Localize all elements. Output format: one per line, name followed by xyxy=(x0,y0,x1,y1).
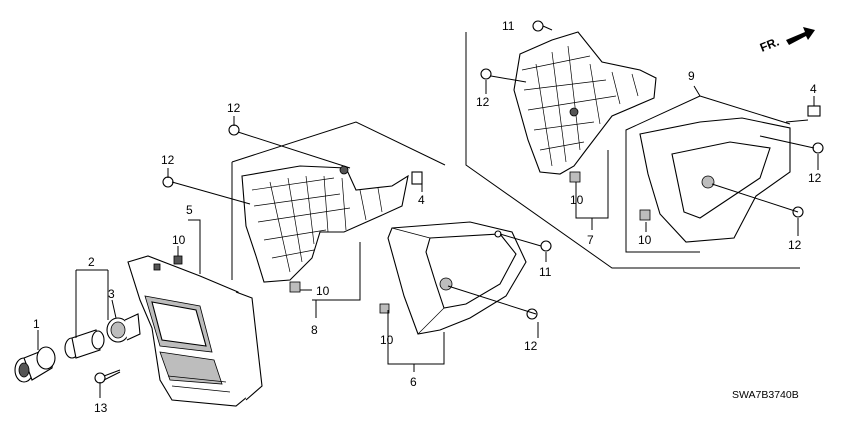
callout-12-e: 12 xyxy=(808,171,822,185)
callout-12-c: 12 xyxy=(524,339,538,353)
part-13-screw xyxy=(94,369,121,384)
front-direction-label: FR. xyxy=(758,35,781,55)
callout-12-f: 12 xyxy=(788,238,802,252)
callout-10-c: 10 xyxy=(380,333,394,347)
callout-labels: 1 2 3 5 10 13 12 12 4 10 8 10 6 12 11 11… xyxy=(33,19,822,415)
diagram-code: SWA7B3740B xyxy=(732,389,799,401)
part-2-socket-ring xyxy=(64,329,105,359)
callout-12-b: 12 xyxy=(161,153,175,167)
part-5-center-panel xyxy=(127,255,263,407)
callout-4-right: 4 xyxy=(810,82,817,96)
callout-7: 7 xyxy=(587,233,594,247)
front-direction-indicator: FR. xyxy=(758,27,815,55)
callout-1: 1 xyxy=(33,317,40,331)
callout-12-a: 12 xyxy=(227,101,241,115)
callout-8: 8 xyxy=(311,323,318,337)
part-9-lower-panel xyxy=(625,85,821,253)
callout-3: 3 xyxy=(108,287,115,301)
callout-12-d: 12 xyxy=(476,95,490,109)
callout-10-a: 10 xyxy=(172,233,186,247)
callout-2: 2 xyxy=(88,255,95,269)
front-arrow-icon xyxy=(786,27,815,45)
callout-4-left: 4 xyxy=(418,193,425,207)
part-1-socket-cap xyxy=(14,346,56,383)
leader-lines xyxy=(37,25,819,398)
callout-10-e: 10 xyxy=(638,233,652,247)
part-6-side-panel xyxy=(379,221,527,335)
part-7-upper-bracket xyxy=(513,31,657,183)
part-3-socket-body xyxy=(106,313,141,343)
right-assembly-frame xyxy=(465,32,800,269)
callout-6: 6 xyxy=(410,375,417,389)
callout-13: 13 xyxy=(94,401,108,415)
callout-9: 9 xyxy=(688,69,695,83)
callout-10-d: 10 xyxy=(570,193,584,207)
callout-10-b: 10 xyxy=(316,284,330,298)
callout-11-mid: 11 xyxy=(539,265,552,279)
callout-5: 5 xyxy=(186,203,193,217)
callout-11-top: 11 xyxy=(502,19,515,33)
